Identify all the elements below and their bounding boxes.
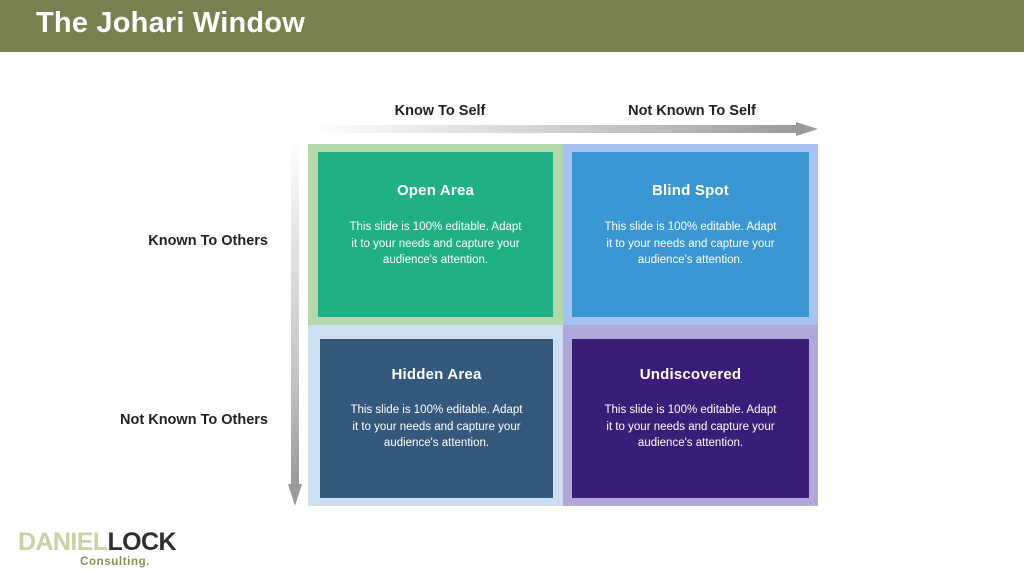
quadrant-undiscovered-inner: Undiscovered This slide is 100% editable… xyxy=(572,339,809,498)
quadrant-blind-spot[interactable]: Blind Spot This slide is 100% editable. … xyxy=(563,144,818,325)
quadrant-blind-spot-title: Blind Spot xyxy=(652,182,729,199)
column-label-know-to-self: Know To Self xyxy=(394,103,486,119)
quadrant-open-area-body: This slide is 100% editable. Adapt it to… xyxy=(349,221,522,266)
row-label-known-to-others: Known To Others xyxy=(148,233,268,249)
quadrant-blind-spot-body: This slide is 100% editable. Adapt it to… xyxy=(604,221,777,266)
down-arrow-icon xyxy=(288,144,302,506)
quadrant-undiscovered[interactable]: Undiscovered This slide is 100% editable… xyxy=(563,325,818,506)
johari-matrix: Open Area This slide is 100% editable. A… xyxy=(308,144,818,506)
quadrant-hidden-area-title: Hidden Area xyxy=(391,366,482,383)
quadrant-undiscovered-body: This slide is 100% editable. Adapt it to… xyxy=(604,404,777,449)
column-label-not-known-to-self: Not Known To Self xyxy=(628,103,756,119)
logo-name-light: DANIEL xyxy=(18,528,108,556)
quadrant-open-area-inner: Open Area This slide is 100% editable. A… xyxy=(318,152,553,317)
row-label-not-known-to-others: Not Known To Others xyxy=(120,412,268,428)
brand-logo: DANIELLOCK Consulting. xyxy=(18,530,218,570)
quadrant-hidden-area-body: This slide is 100% editable. Adapt it to… xyxy=(350,404,523,449)
right-arrow-icon xyxy=(318,122,818,136)
page-title: The Johari Window xyxy=(36,7,305,39)
quadrant-open-area-title: Open Area xyxy=(396,182,475,199)
logo-wordmark: DANIELLOCK xyxy=(18,530,218,555)
header-bar xyxy=(0,0,1024,52)
logo-tagline: Consulting. xyxy=(80,556,150,568)
logo-name-bold: LOCK xyxy=(107,528,176,556)
quadrant-hidden-area-inner: Hidden Area This slide is 100% editable.… xyxy=(320,339,553,498)
quadrant-hidden-area[interactable]: Hidden Area This slide is 100% editable.… xyxy=(308,325,563,506)
quadrant-blind-spot-inner: Blind Spot This slide is 100% editable. … xyxy=(572,152,809,317)
quadrant-open-area[interactable]: Open Area This slide is 100% editable. A… xyxy=(308,144,563,325)
quadrant-undiscovered-title: Undiscovered xyxy=(639,366,742,383)
